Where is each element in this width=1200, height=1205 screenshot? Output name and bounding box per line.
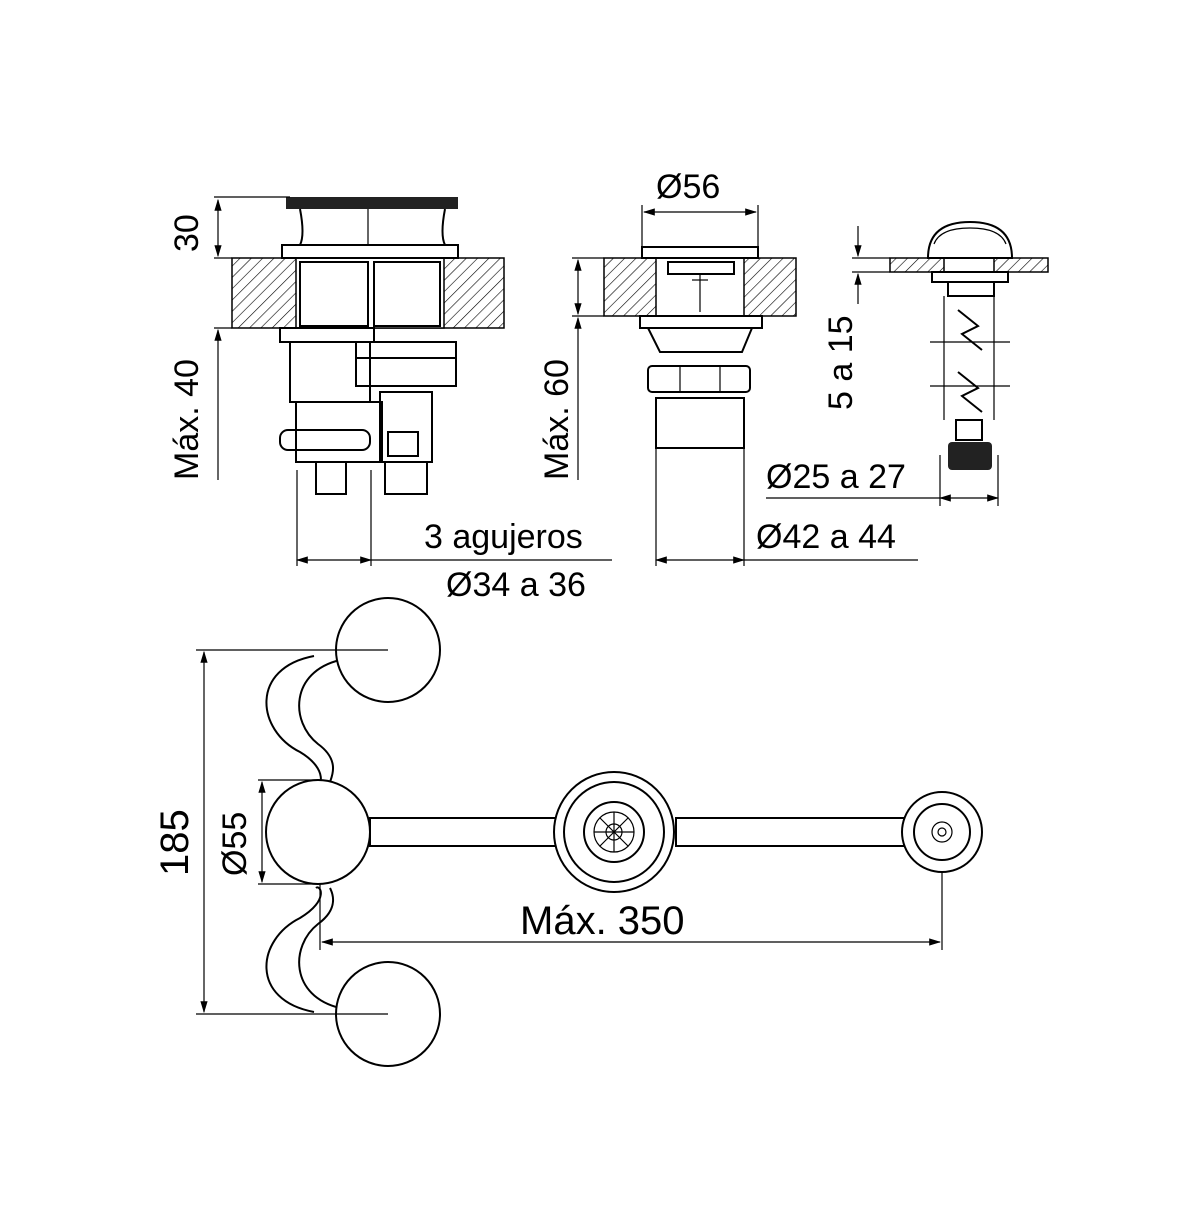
label-185: 185 (153, 809, 197, 876)
cap-flange (281, 244, 459, 259)
hose-upper-inner (298, 659, 341, 783)
label-30: 30 (168, 214, 206, 252)
hose-lower-outer (265, 886, 322, 1013)
top-cap (286, 197, 458, 209)
label-max-40: Máx. 40 (168, 359, 206, 480)
label-d25-a-27: Ø25 a 27 (766, 458, 906, 496)
label-max-60: Máx. 60 (538, 359, 576, 480)
label-5-a-15: 5 a 15 (822, 315, 860, 410)
label-3-agujeros: 3 agujeros (424, 518, 583, 556)
label-d34-a-36: Ø34 a 36 (446, 566, 586, 604)
label-d56: Ø56 (656, 168, 720, 206)
spout-flange (641, 246, 759, 259)
side-view-mixer: 30 Máx. 40 3 agujeros Ø34 a 36 (168, 196, 612, 604)
plan-view: 185 Ø55 Máx. 350 (153, 597, 983, 1067)
label-d42-a-44: Ø42 a 44 (756, 518, 896, 556)
cap-body (298, 208, 447, 246)
connector-bar-right (675, 817, 905, 847)
label-max-350: Máx. 350 (520, 899, 685, 943)
side-view-drain: 5 a 15 Ø25 a 27 (766, 220, 1049, 506)
connector-bar-left (369, 817, 561, 847)
handle-center (265, 779, 371, 885)
side-view-spout: Ø56 Máx. 60 Ø42 a 44 (538, 168, 918, 566)
label-d55: Ø55 (216, 812, 254, 876)
deck-hole (295, 257, 445, 329)
hose-lower-inner (298, 887, 341, 1009)
